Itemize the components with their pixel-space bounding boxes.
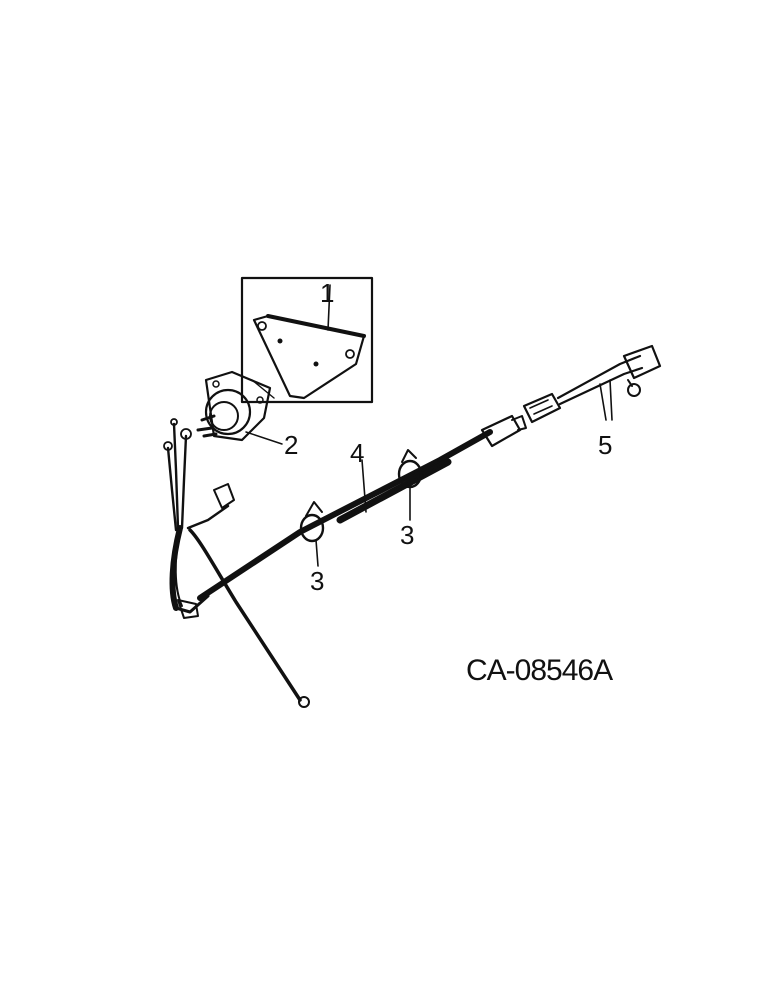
sleeve — [336, 458, 452, 524]
reference-code: CA-08546A — [466, 654, 613, 687]
callout-2: 2 — [284, 430, 298, 460]
terminal-leads — [163, 418, 235, 532]
switch-assembly — [196, 370, 283, 445]
callout-3-left: 3 — [310, 566, 324, 596]
callout-4: 4 — [350, 438, 364, 468]
callout-5: 5 — [598, 430, 612, 460]
callout-1: 1 — [320, 278, 334, 308]
connector-assembly — [438, 344, 662, 462]
callout-3-right: 3 — [400, 520, 414, 550]
clip-left — [299, 501, 325, 567]
clip-right — [397, 449, 423, 521]
wiring-harness — [169, 429, 493, 708]
